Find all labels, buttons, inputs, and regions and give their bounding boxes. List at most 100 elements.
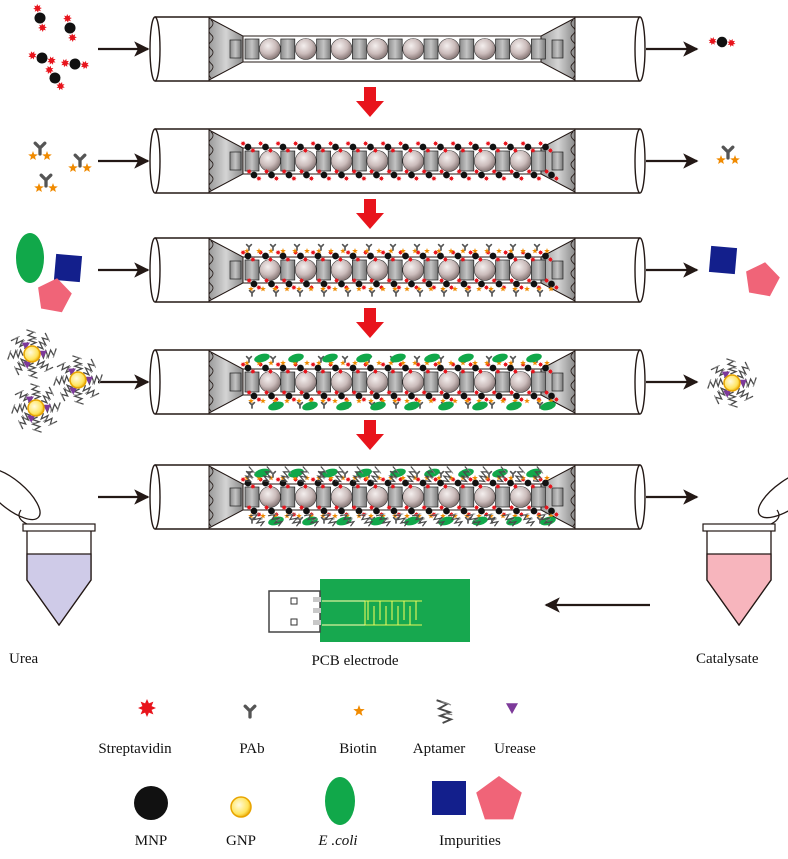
output-impurities [708,245,780,297]
stage-3-sample-capture [98,237,699,338]
bead [509,486,532,508]
spacer-block [495,150,510,172]
bead [509,38,532,60]
input-gnp-aptamer-urease [7,329,103,433]
spacer-block [423,150,439,172]
spacer-block [423,259,439,281]
bead [330,150,353,172]
spacer-block [352,38,367,60]
flow-arrow-down [356,199,384,229]
legend-streptavidin-label: Streptavidin [98,741,172,757]
bead [366,371,389,393]
urea-tube [0,467,96,627]
bead [294,371,317,393]
legend-aptamer-label: Aptamer [412,741,466,757]
spacer-block [459,371,475,393]
spacer-block [280,38,296,60]
output-streptavidin-mnp-complex [708,36,736,48]
spacer-block [352,259,367,281]
spacer-block [229,372,242,392]
legend-impurities-label: Impurities [439,833,501,849]
spacer-block [423,486,439,508]
spacer-block [244,486,260,508]
spacer-block [495,259,510,281]
bead [259,150,281,172]
bead [294,38,317,60]
legend-impurities-icon [432,776,522,820]
bead [438,150,460,172]
catalysate-tube [702,469,788,627]
stage-2-antibody-conjugation [98,128,699,229]
spacer-block [551,39,564,59]
input-sample-mix [16,233,83,313]
bead [330,38,353,60]
legend-streptavidin-icon [138,699,156,717]
spacer-block [280,259,296,281]
spacer-block [531,371,546,393]
bead [259,371,281,393]
legend-mnp-label: MNP [134,833,168,849]
bead [330,259,353,281]
pcb-electrode-label: PCB electrode [311,653,399,669]
bead [402,150,425,172]
bead [294,259,317,281]
spacer-block [229,487,242,507]
input-antibody-biotin [28,141,92,192]
flow-arrow-down [356,87,384,117]
bead [294,150,317,172]
pcb-traces [322,600,365,626]
bead [438,371,460,393]
spacer-block [280,150,296,172]
spacer-block [316,486,331,508]
bead [438,486,460,508]
spacer-block [316,38,331,60]
bead [509,259,532,281]
legend-mnp-icon [134,786,168,820]
spacer-block [316,371,331,393]
bead [473,38,496,60]
legend-aptamer-icon [436,699,454,724]
spacer-block [387,259,403,281]
legend-ecoli-icon [325,777,355,825]
bead [509,371,532,393]
pcb-electrode [268,579,470,642]
spacer-block [551,372,564,392]
flow-arrow-down [356,420,384,450]
legend-gnp-label: GNP [225,833,257,849]
spacer-block [551,260,564,280]
spacer-block [316,259,331,281]
spacer-block [531,150,546,172]
bead [366,259,389,281]
spacer-block [387,150,403,172]
tube-lid [757,469,788,519]
bead [259,38,281,60]
legend-pab-icon [243,704,257,719]
tube-solution [26,553,92,627]
spacer-block [280,371,296,393]
bead [402,371,425,393]
spacer-block [244,38,260,60]
spacer-block [551,151,564,171]
legend-gnp-icon [230,796,252,818]
bead [259,259,281,281]
usb-plug [268,590,321,633]
spacer-block [459,486,475,508]
spacer-block [244,150,260,172]
spacer-block [244,259,260,281]
tube-solution [706,553,772,627]
input-streptavidin-mnp-complexes [28,4,90,91]
spacer-block [244,371,260,393]
spacer-block [229,39,242,59]
bead [294,486,317,508]
stage-5-urea-catalysis [98,464,699,530]
tube-lid [0,467,41,521]
spacer-block [531,486,546,508]
interdigitated-electrode [364,600,422,626]
spacer-block [459,150,475,172]
legend-pab-label: PAb [239,741,265,757]
legend [134,699,522,825]
bead [330,371,353,393]
stage-4-gnp-labeling [98,349,699,450]
urea-label: Urea [9,651,39,667]
